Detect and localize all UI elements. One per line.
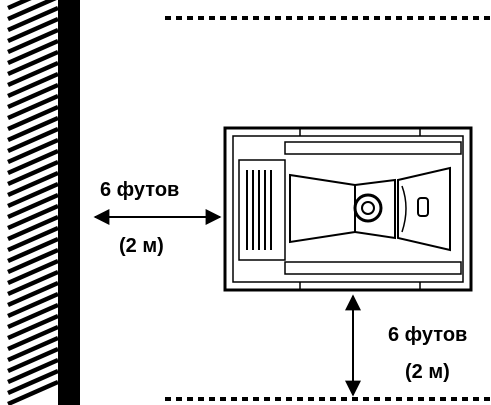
wall-hatch-line xyxy=(7,71,59,99)
wall-hatch-line xyxy=(7,258,59,286)
wall-hatch-line xyxy=(7,170,59,198)
wall-hatch-line xyxy=(7,49,59,77)
wall-hatch-line xyxy=(7,225,59,253)
wall-icon xyxy=(7,0,80,405)
wall-hatch-line xyxy=(7,280,59,308)
wall-hatch-line xyxy=(7,379,59,405)
wall-hatch-line xyxy=(7,203,59,231)
wall-hatch-line xyxy=(7,115,59,143)
wall-hatch-line xyxy=(7,335,59,363)
wall-hatch-line xyxy=(7,60,59,88)
treadmill-icon xyxy=(223,126,473,292)
wall-hatch-line xyxy=(7,159,59,187)
wall-hatch-line xyxy=(7,192,59,220)
wall-hatch-line xyxy=(7,104,59,132)
rear-clearance-metric: (2 м) xyxy=(405,361,450,383)
wall-hatch-line xyxy=(7,247,59,275)
wall-hatch-line xyxy=(7,236,59,264)
wall-hatch-line xyxy=(7,181,59,209)
wall-hatch-line xyxy=(7,27,59,55)
wall-hatch-line xyxy=(7,357,59,385)
side-clearance-metric: (2 м) xyxy=(119,235,164,257)
side-clearance-imperial: 6 футов xyxy=(100,179,180,201)
wall-hatch-line xyxy=(7,302,59,330)
wall-hatch-line xyxy=(7,16,59,44)
wall-hatch-line xyxy=(7,269,59,297)
wall-hatch-line xyxy=(7,368,59,396)
wall-hatch-line xyxy=(7,313,59,341)
wall-hatch-line xyxy=(7,324,59,352)
wall-hatch-line xyxy=(7,82,59,110)
wall-hatch-line xyxy=(7,5,59,33)
wall-hatch-line xyxy=(7,214,59,242)
wall-hatch-line xyxy=(7,291,59,319)
wall-hatch-line xyxy=(7,0,32,11)
wall-hatch-line xyxy=(7,0,57,22)
wall-hatch-line xyxy=(7,93,59,121)
rear-clearance-imperial: 6 футов xyxy=(388,324,468,346)
wall-hatch-line xyxy=(7,137,59,165)
wall-hatch-line xyxy=(7,346,59,374)
wall-hatch-line xyxy=(7,148,59,176)
wall-hatch-line xyxy=(7,126,59,154)
wall-hatch-line xyxy=(7,38,59,66)
